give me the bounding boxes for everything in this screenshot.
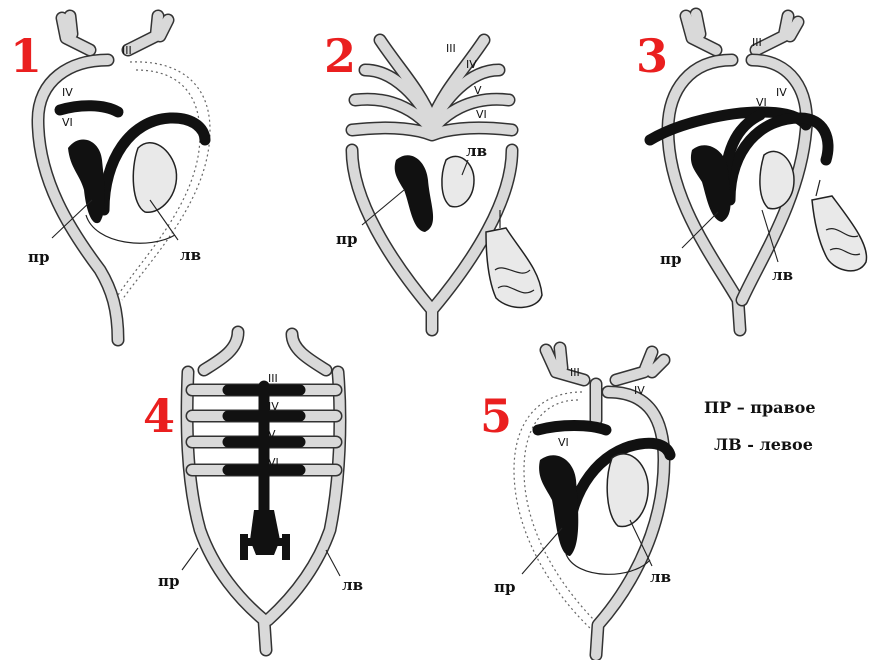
legend-left: ЛВ - левое — [714, 435, 813, 454]
right-label: пр — [158, 572, 179, 590]
arch-label: V — [268, 428, 276, 441]
diagram-number: 4 — [143, 389, 175, 443]
diagram-5: 5 III IV VI пр лв — [480, 348, 671, 655]
diagram-1: 1 III IV VI пр лв — [10, 16, 210, 340]
right-label: пр — [660, 250, 681, 268]
arch-label: III — [752, 36, 762, 49]
left-label: лв — [342, 576, 363, 594]
diagram-number: 3 — [636, 29, 668, 83]
diagram-3: 3 III IV VI пр лв — [636, 14, 867, 330]
diagram-2: 2 III IV V VI пр лв — [324, 29, 542, 330]
left-label: лв — [772, 266, 793, 284]
legend-right: ПР – правое — [704, 398, 816, 417]
arch-label: III — [570, 366, 580, 379]
right-label: пр — [28, 248, 49, 266]
right-label: пр — [494, 578, 515, 596]
diagram-4: 4 III IV V VI пр лв — [143, 332, 363, 650]
arch-label: VI — [756, 96, 767, 109]
diagram-number: 5 — [480, 389, 512, 443]
arch-label: IV — [776, 86, 787, 99]
legend: ПР – правое ЛВ - левое — [704, 398, 816, 454]
arch-label: IV — [634, 384, 645, 397]
left-label: лв — [650, 568, 671, 586]
left-label: лв — [180, 246, 201, 264]
arch-label: IV — [268, 400, 279, 413]
arch-label: VI — [558, 436, 569, 449]
diagram-number: 1 — [10, 29, 42, 83]
arch-label: V — [474, 84, 482, 97]
arch-label: VI — [62, 116, 73, 129]
arch-label: VI — [476, 108, 487, 121]
diagram-number: 2 — [324, 29, 356, 83]
arch-label: IV — [62, 86, 73, 99]
right-label: пр — [336, 230, 357, 248]
arch-label: VI — [268, 456, 279, 469]
arch-label: III — [446, 42, 456, 55]
arch-label: IV — [466, 58, 477, 71]
arch-label: III — [268, 372, 278, 385]
left-label: лв — [466, 142, 487, 160]
arch-label: III — [122, 44, 132, 57]
